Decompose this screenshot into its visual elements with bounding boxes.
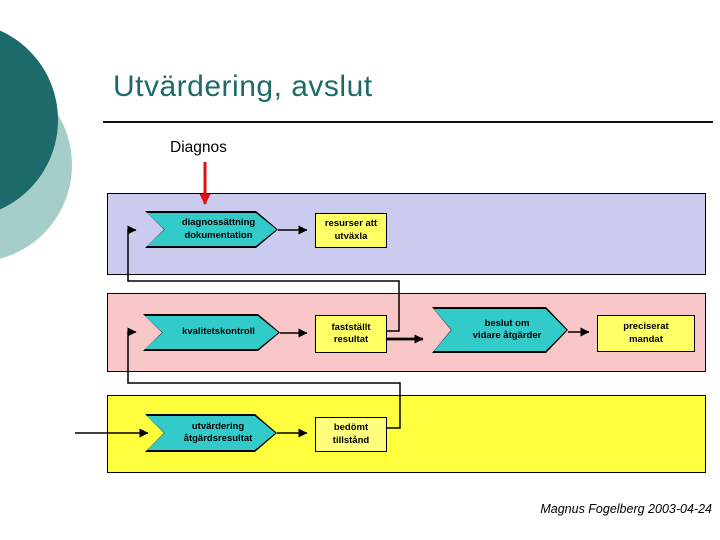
slide-title: Utvärdering, avslut xyxy=(113,70,373,103)
chevron-label: utvärdering åtgärdsresultat xyxy=(145,414,277,452)
box-label-line: utväxla xyxy=(334,230,368,242)
box-resurser: resurser att utväxla xyxy=(315,213,387,248)
chevron-label: diagnossättning dokumentation xyxy=(145,211,278,248)
chevron-diagnossattning: diagnossättning dokumentation xyxy=(145,211,278,248)
box-label-line: bedömt xyxy=(333,422,369,434)
box-faststallt: fastställt resultat xyxy=(315,315,387,353)
chevron-kvalitetskontroll: kvalitetskontroll xyxy=(143,314,280,351)
box-label-line: resultat xyxy=(333,334,369,345)
chevron-fill xyxy=(434,309,567,352)
box-preciserat: preciserat mandat xyxy=(597,315,695,352)
chevron-label-line: kvalitetskontroll xyxy=(182,326,255,338)
chevron-beslut: beslut om vidare åtgärder xyxy=(432,307,568,353)
chevron-label: beslut om vidare åtgärder xyxy=(432,307,568,353)
chevron-label-line: beslut om xyxy=(484,317,530,329)
box-label-line: fastställt xyxy=(331,321,371,333)
footer-credit: Magnus Fogelberg 2003-04-24 xyxy=(540,502,712,516)
box-label-line: tillstånd xyxy=(332,434,370,446)
chevron-label-line: dokumentation xyxy=(184,229,253,241)
chevron-utvardering: utvärdering åtgärdsresultat xyxy=(145,414,277,452)
chevron-label-line: åtgärdsresultat xyxy=(183,433,253,444)
chevron-label-line: vidare åtgärder xyxy=(472,330,542,341)
chevron-label: kvalitetskontroll xyxy=(143,314,280,351)
box-label-line: mandat xyxy=(629,333,663,345)
box-label-line: resurser att xyxy=(324,218,378,230)
box-label-line: preciserat xyxy=(623,321,669,333)
chevron-label-line: utvärdering xyxy=(191,420,245,432)
title-underline xyxy=(103,121,713,123)
chevron-label-line: diagnossättning xyxy=(181,217,256,229)
box-bedomt: bedömt tillstånd xyxy=(315,417,387,452)
diagnos-label: Diagnos xyxy=(170,139,227,156)
